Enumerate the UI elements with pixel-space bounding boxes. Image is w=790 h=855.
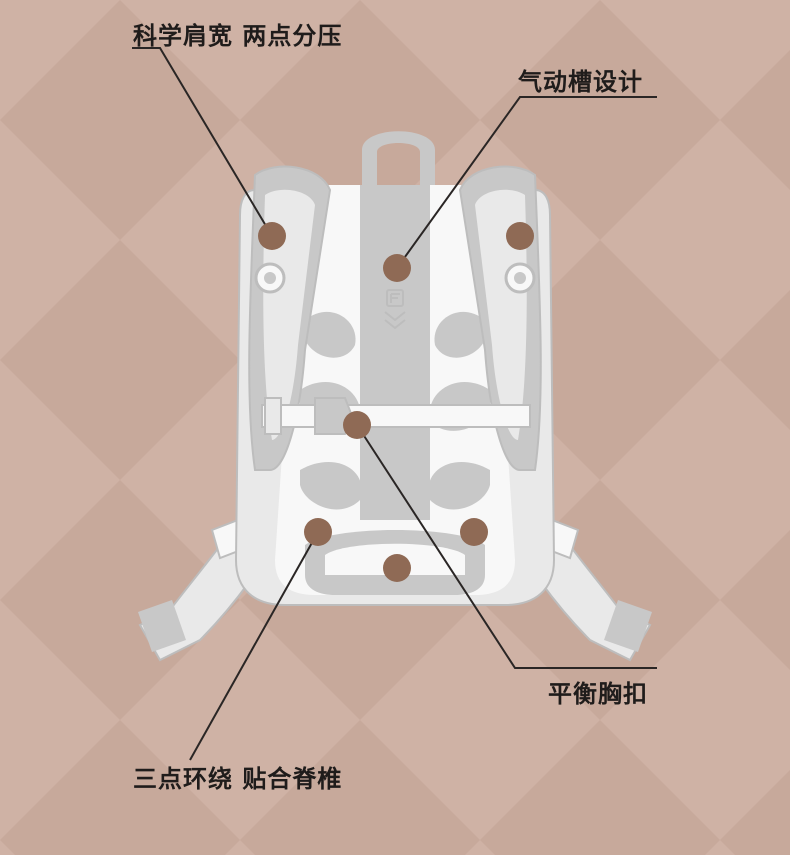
callout-label-chest: 平衡胸扣 bbox=[548, 680, 648, 708]
callout-dot-shoulder-left bbox=[258, 222, 286, 250]
callout-dot-back-left bbox=[304, 518, 332, 546]
leader-line-chest bbox=[356, 424, 657, 669]
brand-f-logo-icon bbox=[384, 289, 406, 330]
callout-dots bbox=[258, 222, 534, 582]
callout-label-airflow: 气动槽设计 bbox=[518, 68, 643, 96]
top-handle bbox=[362, 131, 435, 185]
callout-dot-chest bbox=[343, 411, 371, 439]
leader-line-back bbox=[189, 531, 319, 761]
leader-lines bbox=[132, 47, 657, 761]
callout-label-shoulder: 科学肩宽 两点分压 bbox=[133, 22, 343, 50]
callout-dot-back-right bbox=[460, 518, 488, 546]
callout-dot-shoulder-right bbox=[506, 222, 534, 250]
callout-label-back: 三点环绕 贴合脊椎 bbox=[133, 765, 343, 793]
leader-line-shoulder bbox=[132, 47, 273, 237]
airflow-channel bbox=[360, 185, 430, 520]
chest-strap bbox=[261, 397, 531, 435]
leader-line-airflow bbox=[396, 96, 657, 269]
callout-dot-airflow bbox=[383, 254, 411, 282]
callout-dot-back-center bbox=[383, 554, 411, 582]
